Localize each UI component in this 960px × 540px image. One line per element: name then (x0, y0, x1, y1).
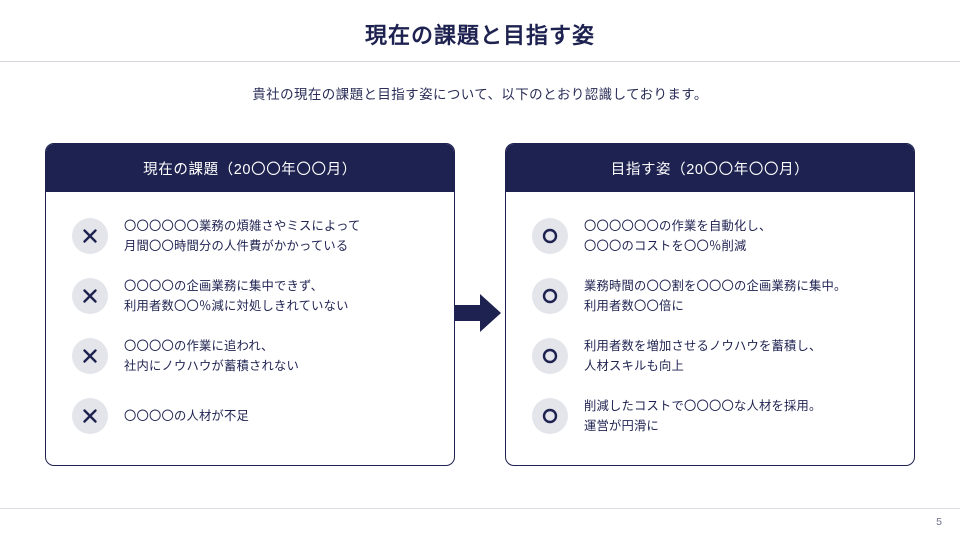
title-divider (0, 61, 960, 62)
list-item: 削減したコストで〇〇〇〇な人材を採用。 運営が円滑に (506, 386, 914, 446)
list-item: 〇〇〇〇〇〇の作業を自動化し、 〇〇〇のコストを〇〇％削減 (506, 206, 914, 266)
list-item-label: 削減したコストで〇〇〇〇な人材を採用。 運営が円滑に (584, 399, 822, 433)
list-item-label: 〇〇〇〇の作業に追われ、 社内にノウハウが蓄積されない (124, 339, 299, 373)
circle-icon (532, 218, 568, 254)
panel-body-target-state: 〇〇〇〇〇〇の作業を自動化し、 〇〇〇のコストを〇〇％削減 業務時間の〇〇割を〇… (506, 192, 914, 446)
circle-icon (532, 278, 568, 314)
right-arrow-icon (453, 288, 503, 338)
panel-current-issues: 現在の課題（20〇〇年〇〇月） 〇〇〇〇〇〇業務の煩雑さやミスによって 月間〇〇… (45, 143, 455, 466)
cross-icon (72, 338, 108, 374)
list-item-label: 〇〇〇〇〇〇の作業を自動化し、 〇〇〇のコストを〇〇％削減 (584, 219, 772, 253)
list-item: 業務時間の〇〇割を〇〇〇の企画業務に集中。 利用者数〇〇倍に (506, 266, 914, 326)
list-item-label: 業務時間の〇〇割を〇〇〇の企画業務に集中。 利用者数〇〇倍に (584, 279, 847, 313)
panel-header-target-state: 目指す姿（20〇〇年〇〇月） (506, 144, 914, 192)
panel-target-state: 目指す姿（20〇〇年〇〇月） 〇〇〇〇〇〇の作業を自動化し、 〇〇〇のコストを〇… (505, 143, 915, 466)
list-item: 〇〇〇〇の人材が不足 (46, 386, 454, 446)
panel-header-current-issues: 現在の課題（20〇〇年〇〇月） (46, 144, 454, 192)
footer-divider (0, 508, 960, 509)
page-number: 5 (936, 516, 942, 528)
list-item-label: 〇〇〇〇〇〇業務の煩雑さやミスによって 月間〇〇時間分の人件費がかかっている (124, 219, 361, 253)
list-item-label: 〇〇〇〇の人材が不足 (124, 409, 249, 423)
list-item: 〇〇〇〇の企画業務に集中できず、 利用者数〇〇％減に対処しきれていない (46, 266, 454, 326)
list-item: 〇〇〇〇の作業に追われ、 社内にノウハウが蓄積されない (46, 326, 454, 386)
panel-body-current-issues: 〇〇〇〇〇〇業務の煩雑さやミスによって 月間〇〇時間分の人件費がかかっている 〇… (46, 192, 454, 446)
cross-icon (72, 398, 108, 434)
circle-icon (532, 338, 568, 374)
cross-icon (72, 218, 108, 254)
slide-subtitle: 貴社の現在の課題と目指す姿について、以下のとおり認識しております。 (252, 87, 708, 102)
cross-icon (72, 278, 108, 314)
list-item-label: 利用者数を増加させるノウハウを蓄積し、 人材スキルも向上 (584, 339, 822, 373)
page-title: 現在の課題と目指す姿 (364, 23, 595, 48)
list-item: 〇〇〇〇〇〇業務の煩雑さやミスによって 月間〇〇時間分の人件費がかかっている (46, 206, 454, 266)
circle-icon (532, 398, 568, 434)
list-item: 利用者数を増加させるノウハウを蓄積し、 人材スキルも向上 (506, 326, 914, 386)
list-item-label: 〇〇〇〇の企画業務に集中できず、 利用者数〇〇％減に対処しきれていない (124, 279, 349, 313)
